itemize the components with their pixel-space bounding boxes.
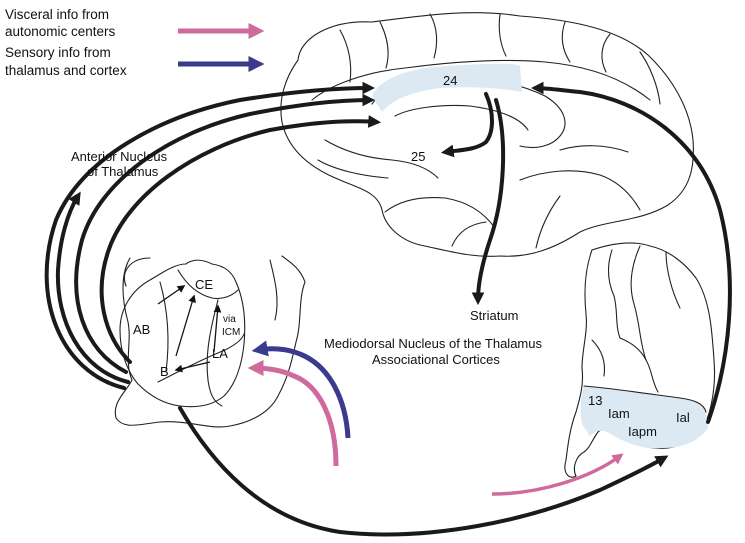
legend-sensory-line2: thalamus and cortex <box>5 63 127 78</box>
arrow-amygdala-to-insula <box>178 406 669 537</box>
arrow-amygdala-to-anterior-nucleus <box>55 191 130 384</box>
intra-amygdala-arrows <box>157 285 222 373</box>
area-24-label: 24 <box>443 73 457 88</box>
input-arrows <box>247 340 624 496</box>
visceral-input-arrow-amygdala <box>247 360 339 467</box>
anterior-nucleus-label-line1: Anterior Nucleus <box>71 149 168 164</box>
insula-iam-label: Iam <box>608 406 630 421</box>
targets-line2: Mediodorsal Nucleus of the Thalamus <box>324 336 542 351</box>
arrow-amygdala-to-cingulate-3 <box>99 115 382 364</box>
legend: Visceral info from autonomic centers Sen… <box>5 7 265 78</box>
arrow-24-to-targets <box>471 98 506 306</box>
area-25-label: 25 <box>411 149 425 164</box>
legend-sensory-line1: Sensory info from <box>5 45 111 60</box>
insula-iapm-label: Iapm <box>628 424 657 439</box>
targets-line1: Striatum <box>470 308 518 323</box>
amygdala-via-label: via <box>223 314 236 325</box>
insula-highlight <box>580 386 708 449</box>
amygdala-icm-label: ICM <box>222 327 240 338</box>
insula-ial-label: Ial <box>676 410 690 425</box>
medial-brain-outline <box>280 12 694 257</box>
arrow-insula-to-24 <box>530 81 732 424</box>
legend-visceral-line2: autonomic centers <box>5 24 116 39</box>
amygdala-b-label: B <box>160 364 169 379</box>
amygdala-la-label: LA <box>212 346 228 361</box>
amygdala-ab-label: AB <box>133 322 150 337</box>
insula-outline <box>564 242 716 478</box>
visceral-input-arrow-insula <box>491 453 624 496</box>
arrow-24-to-25 <box>440 92 494 158</box>
projection-arrows <box>44 81 732 537</box>
insula-13-label: 13 <box>588 393 602 408</box>
amygdala-ce-label: CE <box>195 277 213 292</box>
anterior-nucleus-label-line2: of Thalamus <box>87 164 159 179</box>
arrow-amygdala-to-cingulate-1 <box>44 81 376 390</box>
area-24-highlight <box>372 63 522 112</box>
arrow-amygdala-to-cingulate-2 <box>74 93 376 374</box>
amygdala-outline <box>114 255 306 428</box>
targets-line3: Associational Cortices <box>372 352 500 367</box>
sensory-input-arrow <box>251 340 351 439</box>
legend-visceral-line1: Visceral info from <box>5 7 109 22</box>
